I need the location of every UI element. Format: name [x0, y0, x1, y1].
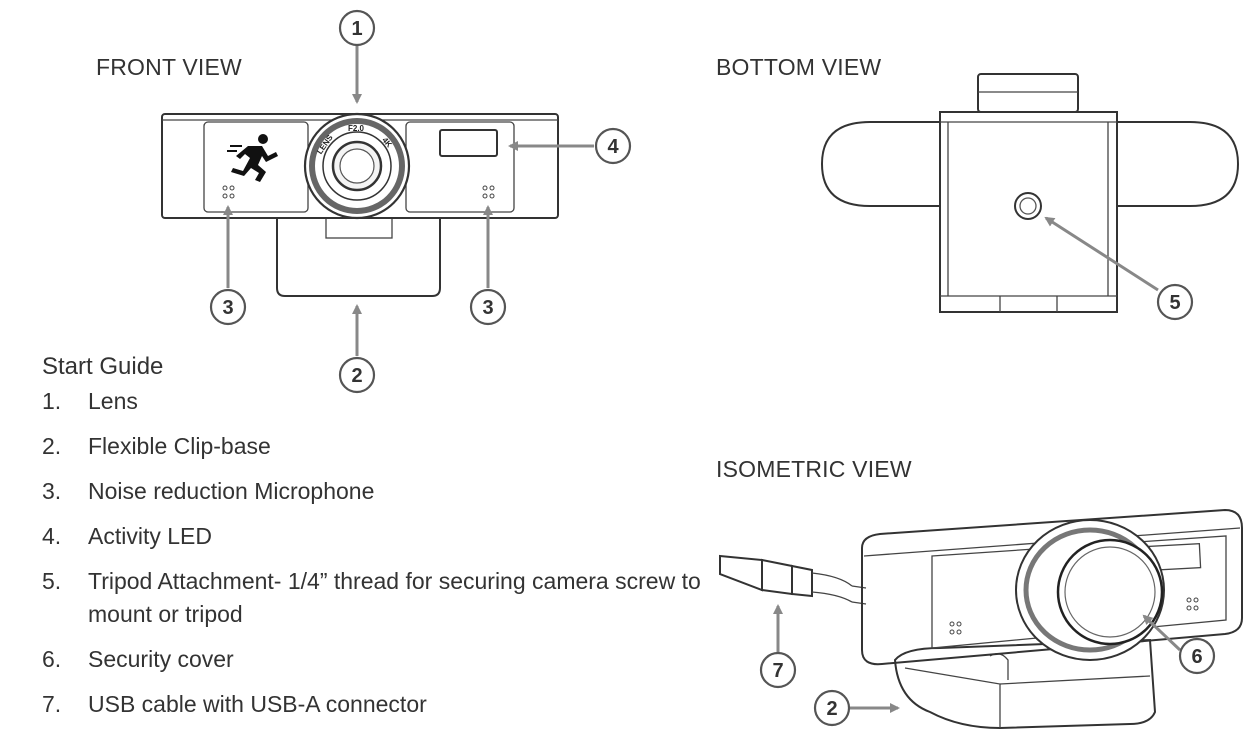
guide-item: 4. Activity LED — [42, 520, 702, 553]
callout-3-right: 3 — [469, 288, 507, 326]
svg-text:4: 4 — [607, 136, 619, 158]
tripod-thread-icon — [1014, 192, 1042, 220]
runner-logo-icon — [227, 134, 278, 182]
guide-item-number: 3. — [42, 478, 62, 504]
guide-item-number: 4. — [42, 523, 62, 549]
svg-text:5: 5 — [1169, 292, 1180, 314]
svg-text:3: 3 — [482, 297, 493, 319]
callout-2-front: 2 — [338, 356, 376, 394]
svg-text:1: 1 — [351, 18, 362, 40]
callout-4: 4 — [594, 127, 632, 165]
start-guide-list: 1. Lens 2. Flexible Clip-base 3. Noise redu… — [42, 385, 702, 733]
front-activity-led — [439, 129, 498, 157]
usb-cable-icon — [719, 554, 867, 605]
svg-text:7: 7 — [772, 660, 783, 682]
guide-item-text: Lens — [88, 388, 138, 414]
svg-text:3: 3 — [222, 297, 233, 319]
bottom-view-drawing — [820, 73, 1240, 313]
callout-7: 7 — [759, 651, 797, 689]
iso-mic-left-icon — [949, 621, 962, 635]
guide-item-text: Noise reduction Microphone — [88, 478, 375, 504]
iso-mic-right-icon — [1186, 597, 1199, 611]
guide-item: 3. Noise reduction Microphone — [42, 475, 702, 508]
guide-item-text: Security cover — [88, 646, 234, 672]
callout-1: 1 — [338, 9, 376, 47]
guide-item-number: 2. — [42, 433, 62, 459]
callout-6: 6 — [1178, 637, 1216, 675]
lens-marking-aperture: F2.0 — [348, 124, 365, 133]
guide-item-number: 7. — [42, 691, 62, 717]
bottom-view-title: BOTTOM VIEW — [716, 54, 882, 80]
svg-text:2: 2 — [826, 698, 837, 720]
front-mic-right-icon — [482, 185, 495, 199]
guide-item-text: USB cable with USB-A connector — [88, 691, 427, 717]
guide-item: 5. Tripod Attachment- 1/4” thread for sec… — [42, 565, 702, 631]
svg-text:6: 6 — [1191, 646, 1202, 668]
iso-camera-body — [861, 508, 1243, 666]
front-view-title: FRONT VIEW — [96, 54, 242, 80]
isometric-view-title: ISOMETRIC VIEW — [716, 456, 912, 482]
guide-item-number: 1. — [42, 388, 62, 414]
callout-2-iso: 2 — [813, 689, 851, 727]
guide-item: 6. Security cover — [42, 643, 702, 676]
guide-item-text: Activity LED — [88, 523, 212, 549]
guide-item: 1. Lens — [42, 385, 702, 418]
guide-item: 2. Flexible Clip-base — [42, 430, 702, 463]
svg-text:2: 2 — [351, 365, 362, 387]
isometric-view-drawing — [719, 508, 1243, 730]
iso-security-cover — [1015, 519, 1165, 661]
callout-5: 5 — [1156, 283, 1194, 321]
callout-3-left: 3 — [209, 288, 247, 326]
guide-item-number: 5. — [42, 568, 62, 594]
guide-item-number: 6. — [42, 646, 62, 672]
guide-item-text: Tripod Attachment- 1/4” thread for secur… — [88, 568, 701, 627]
start-guide-title: Start Guide — [42, 353, 164, 380]
guide-item-text: Flexible Clip-base — [88, 433, 271, 459]
bottom-camera-body — [939, 111, 1118, 313]
front-clip-base — [276, 217, 441, 297]
front-view-drawing: F2.0 4K LENS — [161, 46, 594, 356]
guide-item: 7. USB cable with USB-A connector — [42, 688, 702, 721]
front-mic-left-icon — [222, 185, 235, 199]
front-lens: F2.0 4K LENS — [303, 112, 411, 220]
